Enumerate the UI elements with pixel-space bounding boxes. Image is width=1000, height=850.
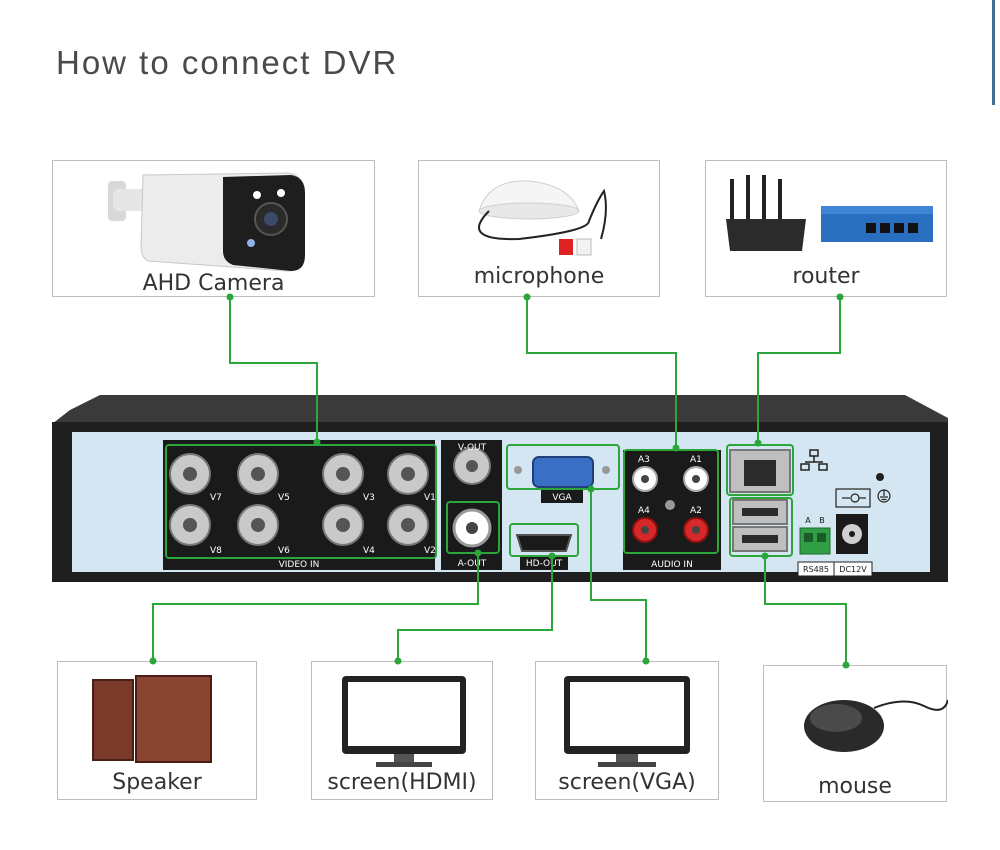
screen-hdmi-box: screen(HDMI) bbox=[311, 661, 493, 800]
rs485-label: RS485 bbox=[803, 565, 829, 574]
hd-out-label-bg bbox=[520, 556, 568, 570]
dc12v-label-box bbox=[833, 561, 873, 577]
dc-polarity-icon bbox=[835, 488, 871, 508]
page-title: How to connect DVR bbox=[56, 44, 399, 81]
speaker-icon bbox=[92, 675, 212, 763]
video-channel-label: V8 bbox=[210, 546, 222, 556]
router-icon bbox=[726, 175, 933, 251]
mouse-icon bbox=[804, 699, 948, 752]
edge-accent-line bbox=[992, 0, 995, 105]
router-box: router bbox=[705, 160, 947, 297]
usb-ports bbox=[732, 499, 788, 552]
microphone-icon bbox=[478, 180, 607, 256]
audio-channel-label: A2 bbox=[690, 506, 702, 516]
camera-box: AHD Camera bbox=[52, 160, 375, 297]
screen-vga-box: screen(VGA) bbox=[535, 661, 719, 800]
connector-dots bbox=[149, 293, 850, 669]
rs485-a-label: A bbox=[805, 516, 811, 525]
mouse-box: mouse bbox=[763, 665, 948, 802]
audio-in-ports bbox=[632, 466, 709, 543]
rs485-b-label: B bbox=[819, 516, 825, 525]
audio-in-label: AUDIO IN bbox=[651, 560, 693, 570]
speaker-box: Speaker bbox=[57, 661, 257, 800]
vga-label: VGA bbox=[552, 493, 572, 503]
dc-power-port bbox=[836, 514, 868, 554]
monitor-icon bbox=[342, 676, 466, 767]
video-in-ports bbox=[169, 453, 429, 546]
video-channel-label: V5 bbox=[278, 493, 290, 503]
vga-label-bg bbox=[541, 490, 583, 503]
connector-lines bbox=[152, 297, 847, 665]
camera-icon bbox=[108, 172, 305, 272]
video-channel-label: V6 bbox=[278, 546, 290, 556]
reset-hole-icon bbox=[876, 473, 884, 481]
dvr-body bbox=[52, 395, 948, 582]
audio-channel-label: A1 bbox=[690, 455, 702, 465]
router-label: router bbox=[792, 264, 860, 289]
network-icon bbox=[800, 449, 828, 471]
speaker-label: Speaker bbox=[112, 770, 202, 795]
audio-channel-label: A4 bbox=[638, 506, 650, 516]
video-channel-label: V1 bbox=[424, 493, 436, 503]
microphone-label: microphone bbox=[473, 264, 605, 289]
monitor-icon bbox=[564, 676, 690, 767]
screen-hdmi-label: screen(HDMI) bbox=[327, 770, 477, 795]
video-channel-label: V2 bbox=[424, 546, 436, 556]
screen-vga-label: screen(VGA) bbox=[558, 770, 696, 795]
video-in-label: VIDEO IN bbox=[279, 560, 320, 570]
audio-channel-label: A3 bbox=[638, 455, 650, 465]
video-channel-label: V4 bbox=[363, 546, 375, 556]
rs485-terminal bbox=[799, 527, 831, 555]
mouse-label: mouse bbox=[818, 774, 892, 799]
video-channel-label: V7 bbox=[210, 493, 222, 503]
ground-icon bbox=[877, 489, 891, 503]
v-out-port bbox=[453, 447, 491, 485]
hd-out-label: HD-OUT bbox=[526, 559, 563, 569]
camera-label: AHD Camera bbox=[142, 271, 285, 296]
hdmi-port bbox=[515, 534, 573, 552]
dc12v-label: DC12V bbox=[839, 565, 867, 574]
a-out-port bbox=[452, 508, 492, 548]
video-channel-label: V3 bbox=[363, 493, 375, 503]
a-out-label: A-OUT bbox=[458, 559, 487, 569]
v-out-label: V-OUT bbox=[458, 443, 487, 453]
microphone-box: microphone bbox=[418, 160, 660, 297]
vga-port bbox=[514, 456, 610, 488]
network-port bbox=[729, 449, 791, 493]
